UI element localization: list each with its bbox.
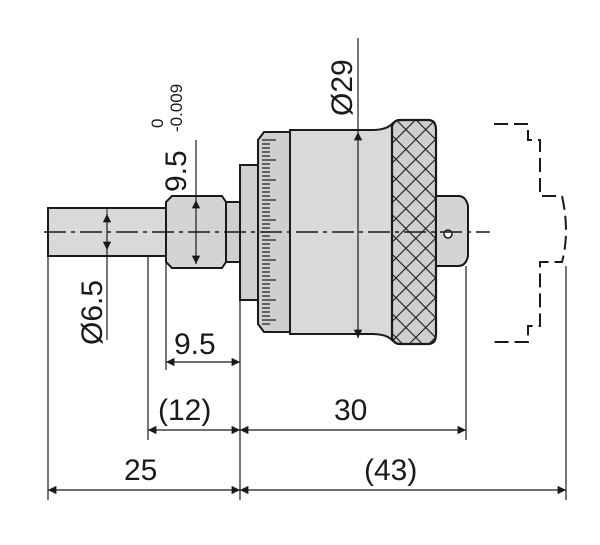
label-thimble-length: 30 <box>334 394 367 427</box>
label-sleeve-tol-upper: 0 <box>148 119 167 128</box>
label-sleeve-diameter: 9.5 <box>160 150 193 192</box>
label-thimble-diameter: Ø29 <box>326 59 359 116</box>
end-knob <box>435 195 469 267</box>
label-spindle-stroke: 25 <box>124 454 157 487</box>
label-spindle-to-thimble: (12) <box>158 394 211 427</box>
label-sleeve-tol-lower: -0.009 <box>167 84 186 132</box>
label-overall-body: (43) <box>364 454 417 487</box>
phantom-extension-outline <box>494 123 567 343</box>
label-spindle-diameter: Ø6.5 <box>76 280 109 345</box>
label-sleeve-length: 9.5 <box>174 328 216 361</box>
knob-pin-hole <box>443 229 453 239</box>
thimble-scale-ticks <box>262 139 276 325</box>
